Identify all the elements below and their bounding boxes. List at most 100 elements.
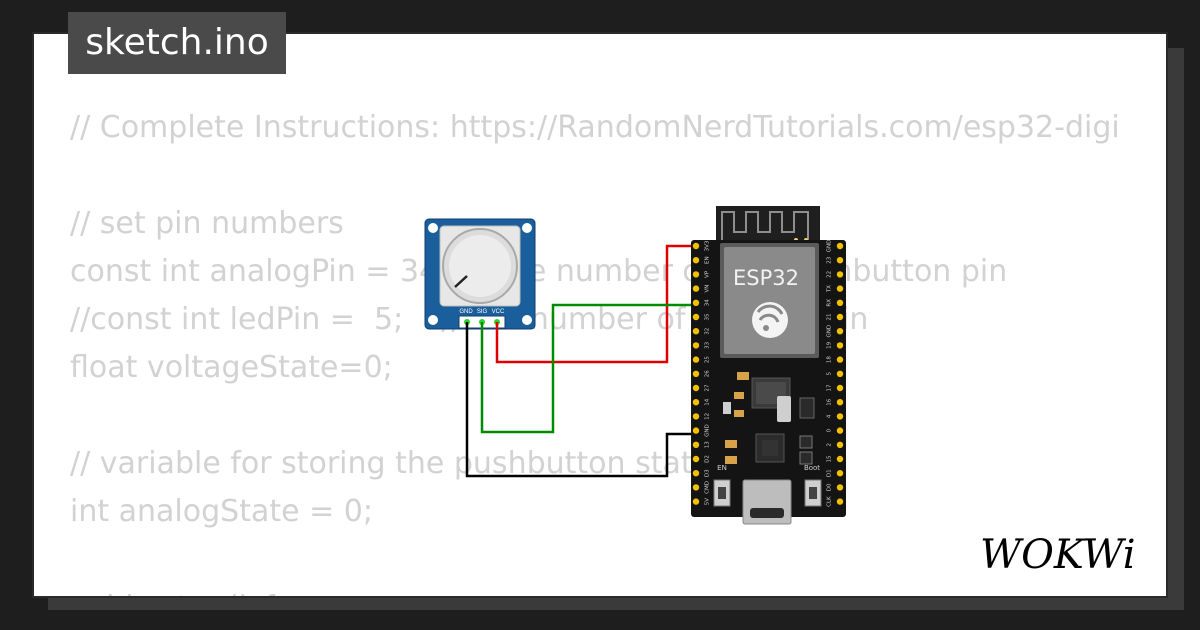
right-pin-label: D0: [827, 483, 833, 491]
left-pin-label: 12: [705, 413, 711, 420]
left-pin-pad[interactable]: [692, 271, 700, 278]
right-pin-pad[interactable]: [836, 242, 844, 250]
potentiometer[interactable]: GND SIG VCC: [424, 218, 536, 330]
right-pin-label: 21: [827, 314, 833, 321]
code-line: // Complete Instructions: https://Random…: [70, 110, 1120, 145]
pot-pin-label: VCC: [492, 309, 505, 315]
right-pin-pad[interactable]: [836, 413, 844, 420]
right-pin-pad[interactable]: [836, 299, 844, 306]
right-pin-pad[interactable]: [836, 370, 844, 377]
wokwi-logo-text: WOKWi: [980, 532, 1136, 578]
left-pin-label: 25: [705, 356, 711, 363]
left-pin-pad[interactable]: [692, 384, 700, 392]
left-pin-label: 5V: [705, 498, 711, 505]
right-pin-label: 18: [827, 356, 833, 363]
espressif-logo-icon: [752, 302, 788, 338]
en-button-label: EN: [717, 464, 727, 472]
right-pin-label: RX: [827, 299, 833, 307]
right-pin-pad[interactable]: [836, 427, 844, 434]
esp32-board[interactable]: ESP32 EN Boot 3V3ENVPVN34353233252627141…: [691, 206, 846, 525]
left-pin-pad[interactable]: [692, 257, 700, 264]
right-pin-pad[interactable]: [836, 313, 844, 321]
right-pin-label: 19: [827, 341, 833, 348]
left-pin-pad[interactable]: [692, 370, 700, 377]
right-pin-pad[interactable]: [836, 285, 844, 292]
file-tab[interactable]: sketch.ino: [68, 12, 286, 74]
pot-pin-label: SIG: [477, 309, 488, 315]
right-pin-pad[interactable]: [836, 441, 844, 448]
left-pin-label: 34: [705, 299, 711, 306]
left-pin-pad[interactable]: [692, 328, 700, 335]
right-pin-pad[interactable]: [836, 271, 844, 278]
left-pin-pad[interactable]: [692, 441, 700, 448]
left-pin-label: VP: [705, 270, 711, 278]
right-pin-pad[interactable]: [836, 257, 844, 264]
left-pin-label: D2: [705, 455, 711, 463]
left-pin-pad[interactable]: [692, 413, 700, 420]
boot-button-label: Boot: [804, 464, 820, 472]
esp32-label: ESP32: [733, 266, 799, 290]
right-pin-label: 23: [827, 256, 833, 263]
right-pin-label: 15: [827, 455, 833, 462]
right-pin-pad[interactable]: [836, 470, 844, 477]
left-pin-label: EN: [705, 256, 711, 264]
right-pin-label: 0: [827, 428, 833, 432]
wire-gnd[interactable]: [465, 322, 693, 478]
left-pin-pad[interactable]: [692, 356, 700, 363]
left-pin-pad[interactable]: [692, 484, 700, 491]
right-pin-pad[interactable]: [836, 484, 844, 491]
left-pin-pad[interactable]: [692, 498, 700, 505]
left-pin-label: 13: [705, 441, 711, 448]
left-pin-label: VN: [705, 285, 711, 293]
left-pin-label: 32: [705, 328, 711, 335]
right-pin-label: TX: [827, 285, 833, 293]
wire-vcc[interactable]: [495, 244, 693, 364]
wire-sig[interactable]: [480, 303, 693, 434]
code-line: // set pin numbers: [70, 206, 344, 241]
left-pin-pad[interactable]: [692, 427, 700, 434]
left-pin-label: 27: [705, 384, 711, 391]
left-pin-pad[interactable]: [692, 455, 700, 463]
left-pin-label: 14: [705, 398, 711, 405]
right-pin-pad[interactable]: [836, 342, 844, 349]
right-pin-label: GND: [827, 325, 833, 338]
left-pin-pad[interactable]: [692, 285, 700, 292]
wokwi-logo: WOKWi: [980, 532, 1136, 578]
right-pin-label: 16: [827, 398, 833, 405]
right-pin-label: 5: [827, 372, 833, 376]
pot-pin-label: GND: [459, 309, 473, 315]
left-pin-pad[interactable]: [692, 242, 700, 250]
right-pin-pad[interactable]: [836, 328, 844, 335]
left-pin-pad[interactable]: [692, 342, 700, 349]
right-pin-pad[interactable]: [836, 356, 844, 363]
left-pin-label: GND: [705, 424, 711, 437]
right-pin-pad[interactable]: [836, 384, 844, 392]
right-pin-pad[interactable]: [836, 399, 844, 406]
left-pin-label: CMD: [705, 481, 711, 494]
right-pin-label: CLK: [827, 496, 833, 507]
left-pin-label: D3: [705, 469, 711, 477]
left-pin-label: 35: [705, 313, 711, 320]
left-pin-pad[interactable]: [692, 399, 700, 406]
left-pin-pad[interactable]: [692, 470, 700, 477]
right-pin-label: 17: [827, 384, 833, 391]
code-line: float voltageState=0;: [70, 350, 393, 385]
potentiometer-knob-pointer: [454, 275, 468, 288]
right-pin-label: 22: [827, 271, 833, 278]
code-line: void setup() {: [70, 590, 279, 596]
right-pin-label: GND: [827, 240, 833, 253]
right-pin-pad[interactable]: [836, 498, 844, 505]
right-pin-pad[interactable]: [836, 455, 844, 463]
left-pin-label: 3V3: [705, 240, 711, 251]
right-pin-label: D1: [827, 469, 833, 477]
left-pin-pad[interactable]: [692, 299, 700, 306]
code-line: int analogState = 0;: [70, 494, 373, 529]
right-pin-label: 2: [827, 443, 833, 447]
left-pin-pad[interactable]: [692, 313, 700, 321]
right-pin-label: 4: [827, 414, 833, 418]
left-pin-label: 33: [705, 341, 711, 348]
left-pin-label: 26: [705, 370, 711, 377]
